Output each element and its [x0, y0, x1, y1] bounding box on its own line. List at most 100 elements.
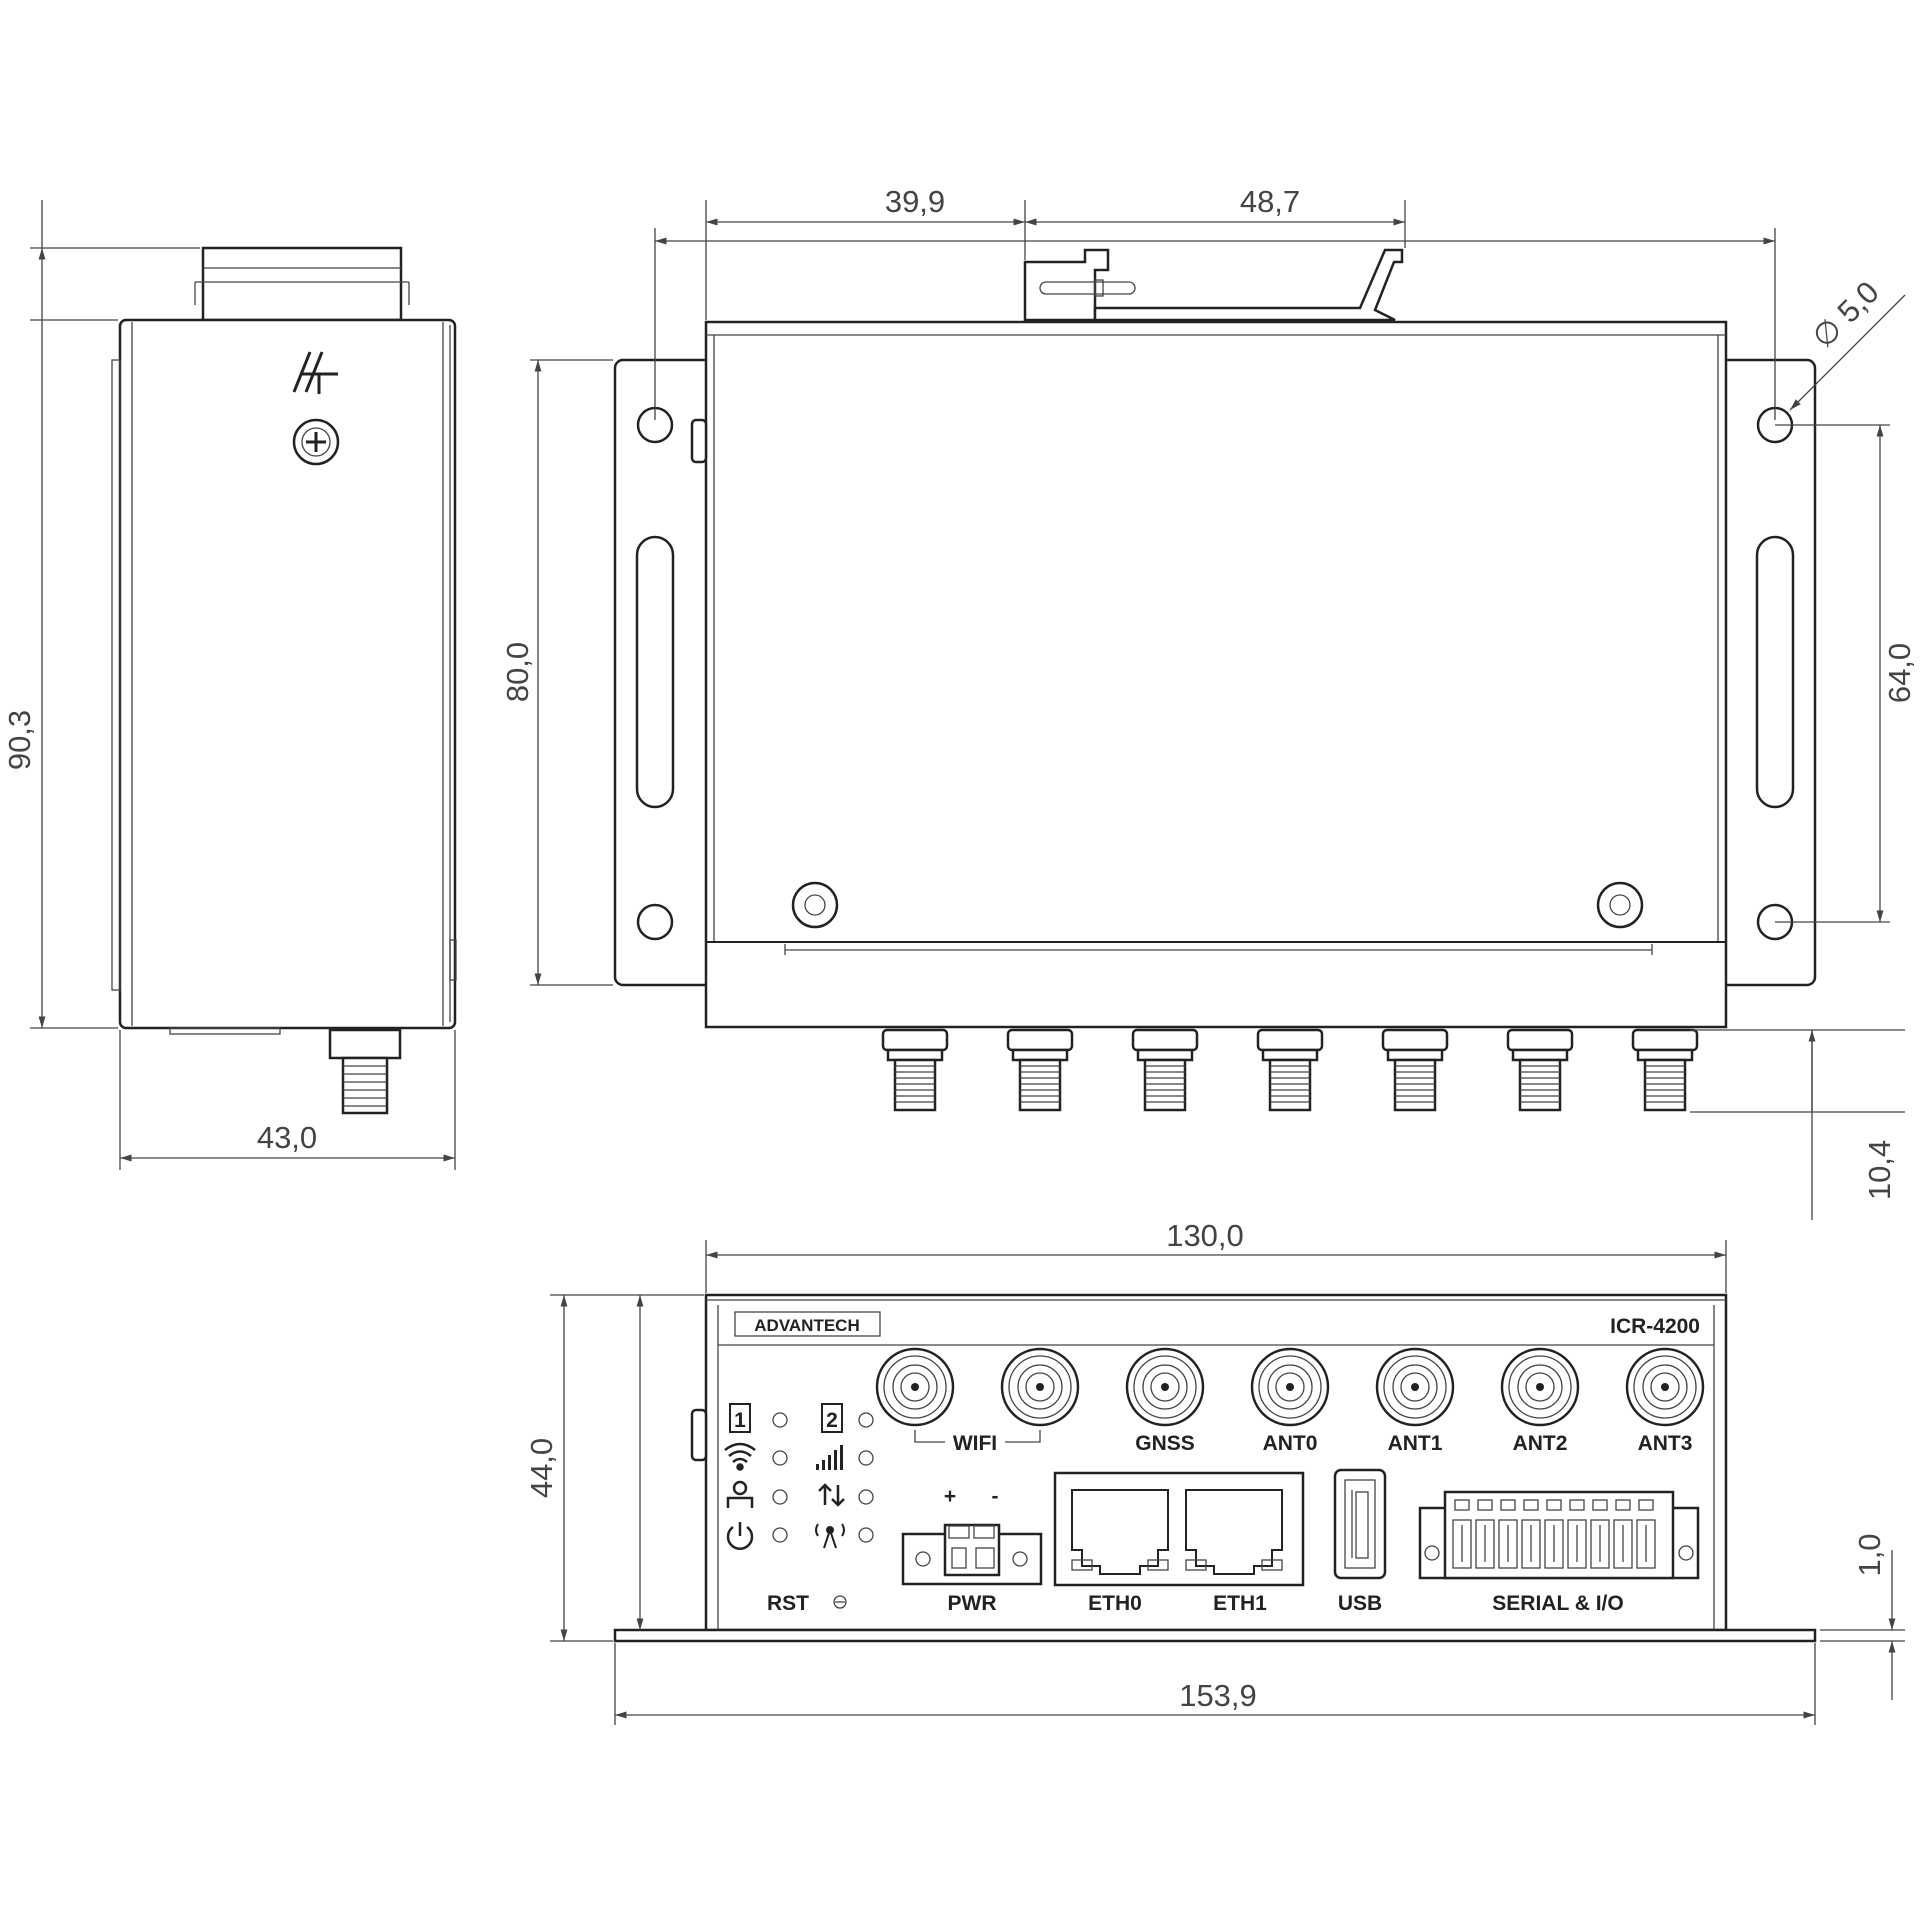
- terminal-slot: [1521, 1519, 1541, 1569]
- reset-button[interactable]: [833, 1595, 847, 1609]
- sma-connector: [881, 1028, 949, 1112]
- terminal-slot: [1452, 1519, 1472, 1569]
- dim-hole-spacing: 64,0: [1882, 643, 1917, 703]
- antenna-tower-icon: [815, 1523, 845, 1549]
- brand-logo: ADVANTECH: [754, 1316, 859, 1335]
- top-view: 39,9 48,7 80,0 64,0 ∅ 5,0 10,4: [500, 184, 1917, 1220]
- torx-screw-icon: [791, 881, 1644, 929]
- terminal-pin: [1615, 1499, 1631, 1511]
- sma-connector: [1006, 1028, 1074, 1112]
- eth1-label: ETH1: [1213, 1592, 1267, 1615]
- side-body: [118, 318, 457, 1030]
- sim2-icon: [821, 1403, 843, 1433]
- antenna-connector[interactable]: [1375, 1347, 1455, 1427]
- side-connector: [169, 1027, 402, 1115]
- sma-connector: [1131, 1028, 1199, 1112]
- serial-io-label: SERIAL & I/O: [1492, 1592, 1623, 1615]
- pwr-label: PWR: [948, 1592, 997, 1615]
- data-transfer-icon: [818, 1483, 845, 1507]
- sma-connector: [1256, 1028, 1324, 1112]
- serial-io-terminal[interactable]: [1418, 1490, 1700, 1580]
- led: [772, 1450, 788, 1466]
- dim-front-width: 130,0: [1166, 1218, 1244, 1253]
- antenna-label-wifi: WIFI: [953, 1432, 997, 1455]
- terminal-pin: [1546, 1499, 1562, 1511]
- terminal-slot: [1475, 1519, 1495, 1569]
- terminal-slot: [1590, 1519, 1610, 1569]
- dim-total-width: 153,9: [1179, 1678, 1257, 1713]
- led: [858, 1412, 874, 1428]
- dim-hole-diameter: ∅ 5,0: [1805, 274, 1885, 354]
- sma-connector: [1506, 1028, 1574, 1112]
- model-label: ICR-4200: [1610, 1315, 1700, 1338]
- terminal-pin: [1500, 1499, 1516, 1511]
- terminal-pin: [1454, 1499, 1470, 1511]
- side-view: 90,3 43,0: [2, 200, 457, 1170]
- front-flange: [613, 1628, 1817, 1643]
- dim-top-rail-width: 48,7: [1240, 184, 1300, 219]
- dim-side-width: 43,0: [257, 1120, 317, 1155]
- led: [858, 1489, 874, 1505]
- terminal-slot: [1636, 1519, 1656, 1569]
- svg-text:2: 2: [826, 1409, 838, 1432]
- wifi-icon: [724, 1442, 756, 1471]
- eth0-port[interactable]: [1071, 1489, 1169, 1575]
- antenna-label-ant2: ANT2: [1513, 1432, 1568, 1455]
- dim-top-left-offset: 39,9: [885, 184, 945, 219]
- ground-screw-icon: [292, 418, 340, 466]
- terminal-pin: [1477, 1499, 1493, 1511]
- power-connector[interactable]: + -: [901, 1485, 1043, 1586]
- power-icon: [726, 1522, 754, 1550]
- dim-connector-length: 10,4: [1862, 1140, 1897, 1200]
- ethernet-ports: [1053, 1471, 1305, 1587]
- svg-text:1: 1: [734, 1409, 746, 1432]
- eth0-label: ETH0: [1088, 1592, 1142, 1615]
- terminal-slot: [1567, 1519, 1587, 1569]
- antenna-connector[interactable]: [875, 1347, 955, 1427]
- antenna-connector[interactable]: [1625, 1347, 1705, 1427]
- dim-front-height: 44,0: [524, 1438, 559, 1498]
- dim-side-height: 90,3: [2, 710, 37, 770]
- front-view: ADVANTECH ICR-4200 WIFI GNSS ANT0 ANT1 A…: [524, 1218, 1905, 1725]
- terminal-slot: [1498, 1519, 1518, 1569]
- signal-strength-icon: [816, 1445, 843, 1470]
- dim-top-height: 80,0: [500, 642, 535, 702]
- antenna-label-gnss: GNSS: [1135, 1432, 1195, 1455]
- sim1-icon: [729, 1403, 751, 1433]
- led: [858, 1527, 874, 1543]
- led: [858, 1450, 874, 1466]
- terminal-slot: [1544, 1519, 1564, 1569]
- usb-port[interactable]: [1333, 1468, 1387, 1580]
- terminal-pin: [1592, 1499, 1608, 1511]
- antenna-connector[interactable]: [1000, 1347, 1080, 1427]
- led: [772, 1527, 788, 1543]
- mount-slot-right: [1755, 535, 1795, 809]
- svg-text:-: -: [992, 1485, 999, 1508]
- antenna-connector[interactable]: [1500, 1347, 1580, 1427]
- terminal-pin: [1523, 1499, 1539, 1511]
- sma-connector: [1381, 1028, 1449, 1112]
- led: [772, 1489, 788, 1505]
- top-antenna-connectors: [881, 1028, 1699, 1112]
- antenna-label-ant3: ANT3: [1638, 1432, 1693, 1455]
- mount-hole-bl: [636, 903, 674, 941]
- antenna-connector[interactable]: [1250, 1347, 1330, 1427]
- antenna-connector[interactable]: [1125, 1347, 1205, 1427]
- mount-slot-left: [635, 535, 675, 809]
- terminal-slot: [1613, 1519, 1633, 1569]
- user-icon: [726, 1480, 754, 1508]
- led-panel: 1 2: [724, 1403, 874, 1615]
- terminal-pin: [1569, 1499, 1585, 1511]
- ground-icon: [292, 351, 338, 394]
- rst-label: RST: [767, 1592, 809, 1615]
- svg-text:+: +: [944, 1485, 956, 1508]
- front-antenna-connectors: [875, 1347, 1705, 1427]
- antenna-label-ant0: ANT0: [1263, 1432, 1318, 1455]
- dim-flange-thickness: 1,0: [1852, 1533, 1887, 1576]
- antenna-label-ant1: ANT1: [1388, 1432, 1443, 1455]
- din-rail-clip: [1023, 248, 1110, 322]
- usb-label: USB: [1338, 1592, 1382, 1615]
- eth1-port[interactable]: [1185, 1489, 1283, 1575]
- sma-connector: [1631, 1028, 1699, 1112]
